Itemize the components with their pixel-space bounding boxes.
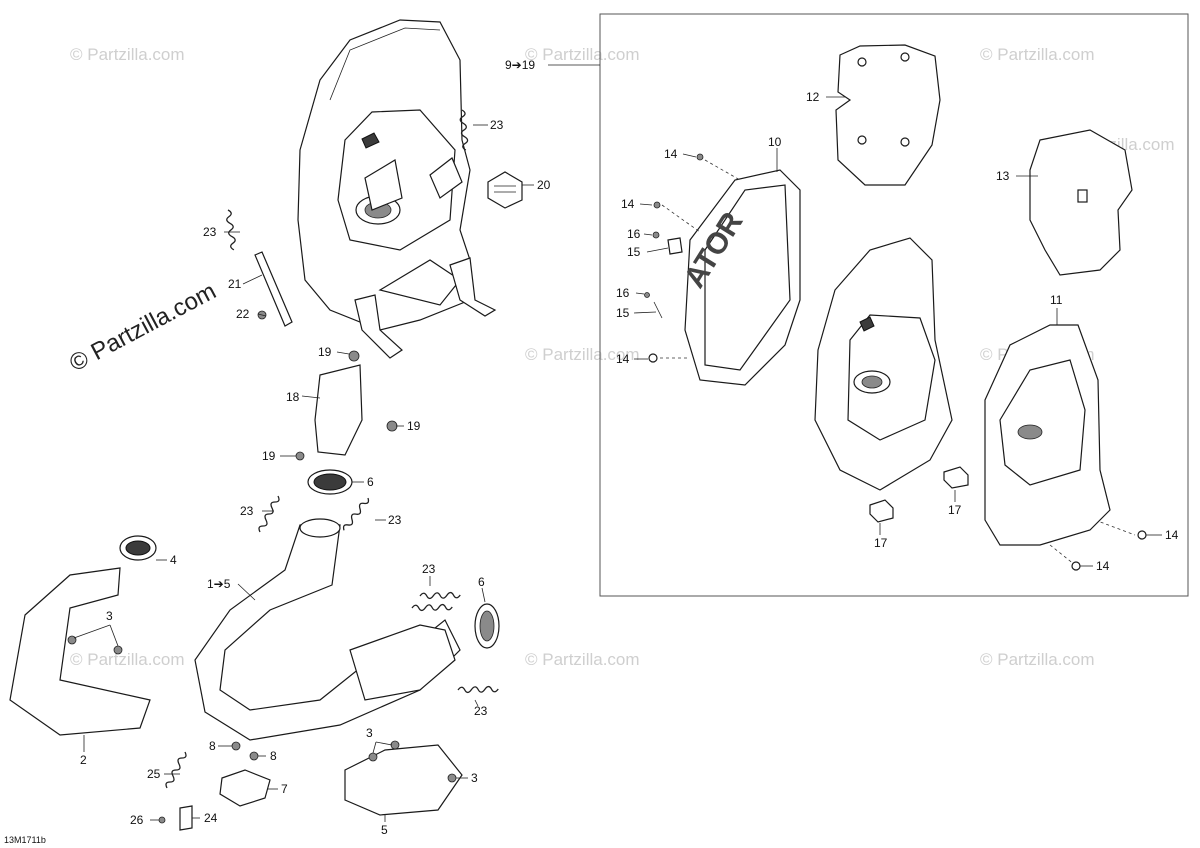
- part-3: [67, 635, 77, 645]
- callout-3: 3: [106, 609, 113, 623]
- callout-26: 26: [130, 813, 144, 827]
- callout-3: 3: [471, 771, 478, 785]
- part-19: [386, 420, 398, 432]
- callout-16: 16: [627, 227, 641, 241]
- watermark: © Partzilla.com: [70, 650, 185, 669]
- spring-23: [226, 209, 236, 251]
- part-17: [943, 466, 969, 489]
- watermark: © Partzilla.com: [70, 45, 185, 64]
- callout-23: 23: [388, 513, 402, 527]
- callout-3: 3: [366, 726, 373, 740]
- callout-23: 23: [240, 504, 254, 518]
- callout-18: 18: [286, 390, 300, 404]
- callout-14: 14: [616, 352, 630, 366]
- callout-13: 13: [996, 169, 1010, 183]
- callout-8: 8: [209, 739, 216, 753]
- leader-lines: [73, 96, 1162, 822]
- spring-23: [342, 497, 370, 531]
- watermark: © Partzilla.com: [525, 650, 640, 669]
- callout-21: 21: [228, 277, 242, 291]
- part-3: [390, 740, 400, 750]
- part-16: [644, 292, 650, 298]
- springs: [165, 109, 499, 789]
- part-19: [295, 451, 305, 461]
- part-15: [667, 237, 683, 255]
- part-8: [231, 741, 241, 751]
- callout-7: 7: [281, 782, 288, 796]
- part-19: [348, 350, 360, 362]
- callout-17: 17: [874, 536, 888, 550]
- figure-code: 13M1711b: [4, 835, 46, 845]
- callout-5: 5: [381, 823, 388, 837]
- part-14: [648, 353, 658, 363]
- part-14: [653, 201, 661, 209]
- callout-14: 14: [1096, 559, 1110, 573]
- part-21: [254, 251, 293, 327]
- callout-8: 8: [270, 749, 277, 763]
- spring-25: [165, 751, 187, 789]
- callout-20: 20: [537, 178, 551, 192]
- part-24: [179, 805, 193, 831]
- callout-6: 6: [478, 575, 485, 589]
- muffler-assembly: [297, 19, 497, 359]
- callout-24: 24: [204, 811, 218, 825]
- callout-labels: 9➔19 23 20 23 21 22 19 18 19 19 6 23 23 …: [4, 58, 1179, 845]
- part-12: [835, 44, 941, 186]
- callout-23: 23: [490, 118, 504, 132]
- watermark: © Partzilla.com: [525, 345, 640, 364]
- part-2: [9, 567, 151, 736]
- callout-19: 19: [262, 449, 276, 463]
- catalytic-section: [349, 624, 456, 701]
- part-15: [653, 301, 663, 319]
- part-18: [314, 364, 363, 456]
- callout-23: 23: [203, 225, 217, 239]
- callout-1-5: 1➔5: [207, 577, 231, 591]
- watermark: © Partzilla.com: [980, 650, 1095, 669]
- callout-14: 14: [1165, 528, 1179, 542]
- callout-19: 19: [407, 419, 421, 433]
- spring-23: [419, 591, 461, 600]
- part-7: [219, 769, 271, 807]
- watermark: © Partzilla.com: [525, 45, 640, 64]
- callout-15: 15: [616, 306, 630, 320]
- callout-25: 25: [147, 767, 161, 781]
- callout-10: 10: [768, 135, 782, 149]
- part-3: [113, 645, 123, 655]
- spring-23: [457, 685, 499, 694]
- partzilla-watermark-large: © Partzilla.com: [65, 278, 220, 378]
- callout-17: 17: [948, 503, 962, 517]
- callout-4: 4: [170, 553, 177, 567]
- callout-19: 19: [318, 345, 332, 359]
- callout-12: 12: [806, 90, 820, 104]
- callout-23: 23: [422, 562, 436, 576]
- part-17: [869, 499, 894, 523]
- callout-14: 14: [664, 147, 678, 161]
- part-8: [249, 751, 259, 761]
- detail-frame: [599, 13, 1189, 597]
- spring-23: [459, 109, 469, 151]
- part-5: [344, 744, 463, 816]
- callout-9-19: 9➔19: [505, 58, 535, 72]
- callout-6: 6: [367, 475, 374, 489]
- spring-23: [411, 603, 453, 612]
- part-14: [1137, 530, 1147, 540]
- callout-2: 2: [80, 753, 87, 767]
- part-26: [158, 816, 166, 824]
- callout-15: 15: [627, 245, 641, 259]
- part-16: [652, 231, 660, 239]
- part-14: [696, 153, 704, 161]
- callout-16: 16: [616, 286, 630, 300]
- callout-22: 22: [236, 307, 250, 321]
- part-20: [487, 171, 523, 209]
- part-3: [368, 752, 378, 762]
- callout-14: 14: [621, 197, 635, 211]
- part-3: [447, 773, 457, 783]
- callout-11: 11: [1050, 293, 1063, 307]
- watermark: © Partzilla.com: [980, 45, 1095, 64]
- callout-23: 23: [474, 704, 488, 718]
- part-14: [1071, 561, 1081, 571]
- spring-23: [258, 495, 280, 533]
